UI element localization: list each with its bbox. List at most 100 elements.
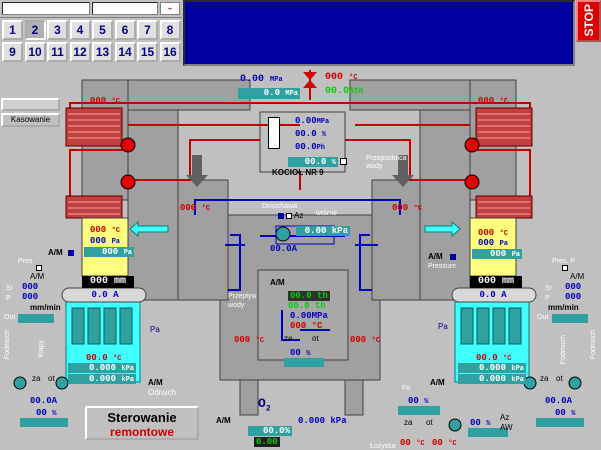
bottom-temp-2-value: 00 — [432, 438, 443, 448]
temp-cl-value: 000 — [234, 335, 251, 345]
top-mpa2-unit: MPa — [285, 90, 298, 98]
left-odnuch: Odnuch — [148, 388, 177, 397]
reset-button[interactable]: Kasowanie — [1, 113, 60, 127]
bottom-temp-2-unit: °C — [448, 440, 457, 448]
left-pct-value: 00 — [36, 408, 47, 418]
left-v1-unit: mm/min — [30, 303, 61, 312]
left-pct: 00 % — [36, 408, 56, 418]
center-am[interactable]: A/M — [270, 278, 285, 287]
boiler-row-3: 00.0Ph — [295, 141, 329, 154]
center-fan-box2[interactable] — [286, 213, 292, 219]
right-am-2[interactable]: A/M — [570, 272, 585, 281]
bottom-pct-b-unit: % — [486, 420, 491, 428]
center-przepustnica: Przepustnica wody — [366, 155, 407, 170]
left-bt-unit: °C — [113, 355, 122, 363]
right-pressure: Pressure — [428, 263, 457, 270]
numpad-button-7[interactable]: 7 — [137, 20, 158, 40]
right-fodmuch: Fodmuch — [590, 330, 597, 360]
right-tank-temp: 000 °C — [478, 228, 508, 238]
left-duct — [127, 89, 179, 301]
right-k2-unit: kPa — [511, 376, 524, 384]
numpad-button-1[interactable]: 1 — [2, 20, 23, 40]
center-mpa: 0.00MPa — [290, 311, 328, 321]
numpad-button-10[interactable]: 10 — [24, 42, 46, 62]
center-am2[interactable]: A/M — [216, 416, 231, 425]
right-p2-value: 000 — [489, 249, 507, 259]
center-inner — [257, 269, 349, 361]
numpad-button-9[interactable]: 9 — [2, 42, 23, 62]
right-pr-label: P — [545, 295, 550, 302]
left-am-indicator — [68, 250, 74, 256]
temp-mid-right: 000 °C — [392, 203, 422, 213]
left-am-2[interactable]: A/M — [30, 272, 45, 281]
bottom-az: Az — [500, 413, 510, 422]
chart-icon[interactable]: ⌁ — [160, 2, 180, 15]
bottom-temp-1-value: 00 — [400, 438, 411, 448]
left-k2-unit: kPa — [121, 376, 134, 384]
right-pa-label: Pa — [438, 322, 448, 331]
right-pct: 00 % — [555, 408, 575, 418]
left-pr-label: P — [6, 295, 11, 302]
right-out-box — [552, 314, 588, 323]
left-am2[interactable]: A/M — [148, 378, 163, 387]
left-bt-value: 00.0 — [86, 353, 108, 363]
left-tank-p2: 000 Pa — [84, 247, 134, 257]
right-bt-value: 00.0 — [476, 353, 498, 363]
left-p1-unit: Pa — [111, 238, 121, 246]
stop-button[interactable]: STOP — [576, 0, 601, 42]
numpad-button-2[interactable]: 2 — [24, 20, 46, 40]
numpad-button-13[interactable]: 13 — [92, 42, 113, 62]
left-mm-value: 000 — [89, 276, 108, 287]
numpad-button-12[interactable]: 12 — [69, 42, 91, 62]
left-k1-value: 0.000 — [88, 363, 116, 373]
left-press-box[interactable] — [36, 265, 42, 271]
bottom-fo: Fo — [402, 385, 411, 392]
right-press-box[interactable] — [562, 265, 568, 271]
left-tank-temp: 000 °C — [90, 225, 120, 235]
right-am-label[interactable]: A/M — [428, 252, 443, 261]
title-field — [2, 2, 90, 15]
left-sr-label: Sr — [6, 285, 13, 292]
right-p2-unit: Pa — [511, 251, 520, 259]
numpad-button-8[interactable]: 8 — [159, 20, 181, 40]
boiler-row-1: 0.00MPa — [295, 115, 329, 128]
left-k1-unit: kPa — [121, 365, 134, 373]
right-bt: 00.0 °C — [476, 353, 511, 363]
numpad-button-3[interactable]: 3 — [47, 20, 68, 40]
left-am-label[interactable]: A/M — [48, 248, 63, 257]
center-pct-unit: % — [306, 350, 311, 358]
center-kpa: 0.00 kPa — [296, 226, 350, 236]
numpad-button-16[interactable]: 16 — [159, 42, 181, 62]
numpad-button-15[interactable]: 15 — [137, 42, 158, 62]
lower-left-block — [177, 179, 229, 301]
right-press-label: Pres. P — [552, 258, 575, 265]
numpad-button-5[interactable]: 5 — [92, 20, 113, 40]
repair-control-button[interactable]: Sterowanie remontowe — [85, 406, 199, 440]
title-field-2 — [92, 2, 158, 15]
right-p1-unit: Pa — [499, 240, 509, 248]
temp-tr-value: 000 — [478, 96, 495, 106]
numpad-button-14[interactable]: 14 — [114, 42, 136, 62]
right-v1: 000 — [565, 292, 582, 302]
numpad-button-4[interactable]: 4 — [69, 20, 91, 40]
center-fan-indicator — [278, 213, 284, 219]
left-za: za — [32, 374, 41, 383]
left-a-val: 00.0A — [30, 396, 58, 406]
bottom-pct-a-unit: % — [424, 398, 429, 406]
boiler-pct-checkbox[interactable] — [340, 158, 347, 165]
numpad-button-6[interactable]: 6 — [114, 20, 136, 40]
right-mm-small: 000 — [565, 282, 582, 292]
numpad-button-11[interactable]: 11 — [47, 42, 68, 62]
boiler-pct: 00.0 % — [288, 157, 338, 167]
center-pct3-value: 0.00 — [256, 437, 278, 447]
center-pct-bar — [284, 358, 324, 367]
boiler-level-box — [268, 117, 280, 149]
temp-ml-unit: °C — [201, 205, 211, 213]
top-ath: 00.0Ath — [325, 86, 363, 97]
top-right-hood — [349, 79, 471, 111]
top-ath-unit: Ath — [349, 87, 364, 96]
right-am2[interactable]: A/M — [430, 378, 445, 387]
boiler-readings: 0.00MPa 00.0 % 00.0Ph — [285, 115, 329, 154]
top-temp-number: 000 — [325, 72, 344, 83]
